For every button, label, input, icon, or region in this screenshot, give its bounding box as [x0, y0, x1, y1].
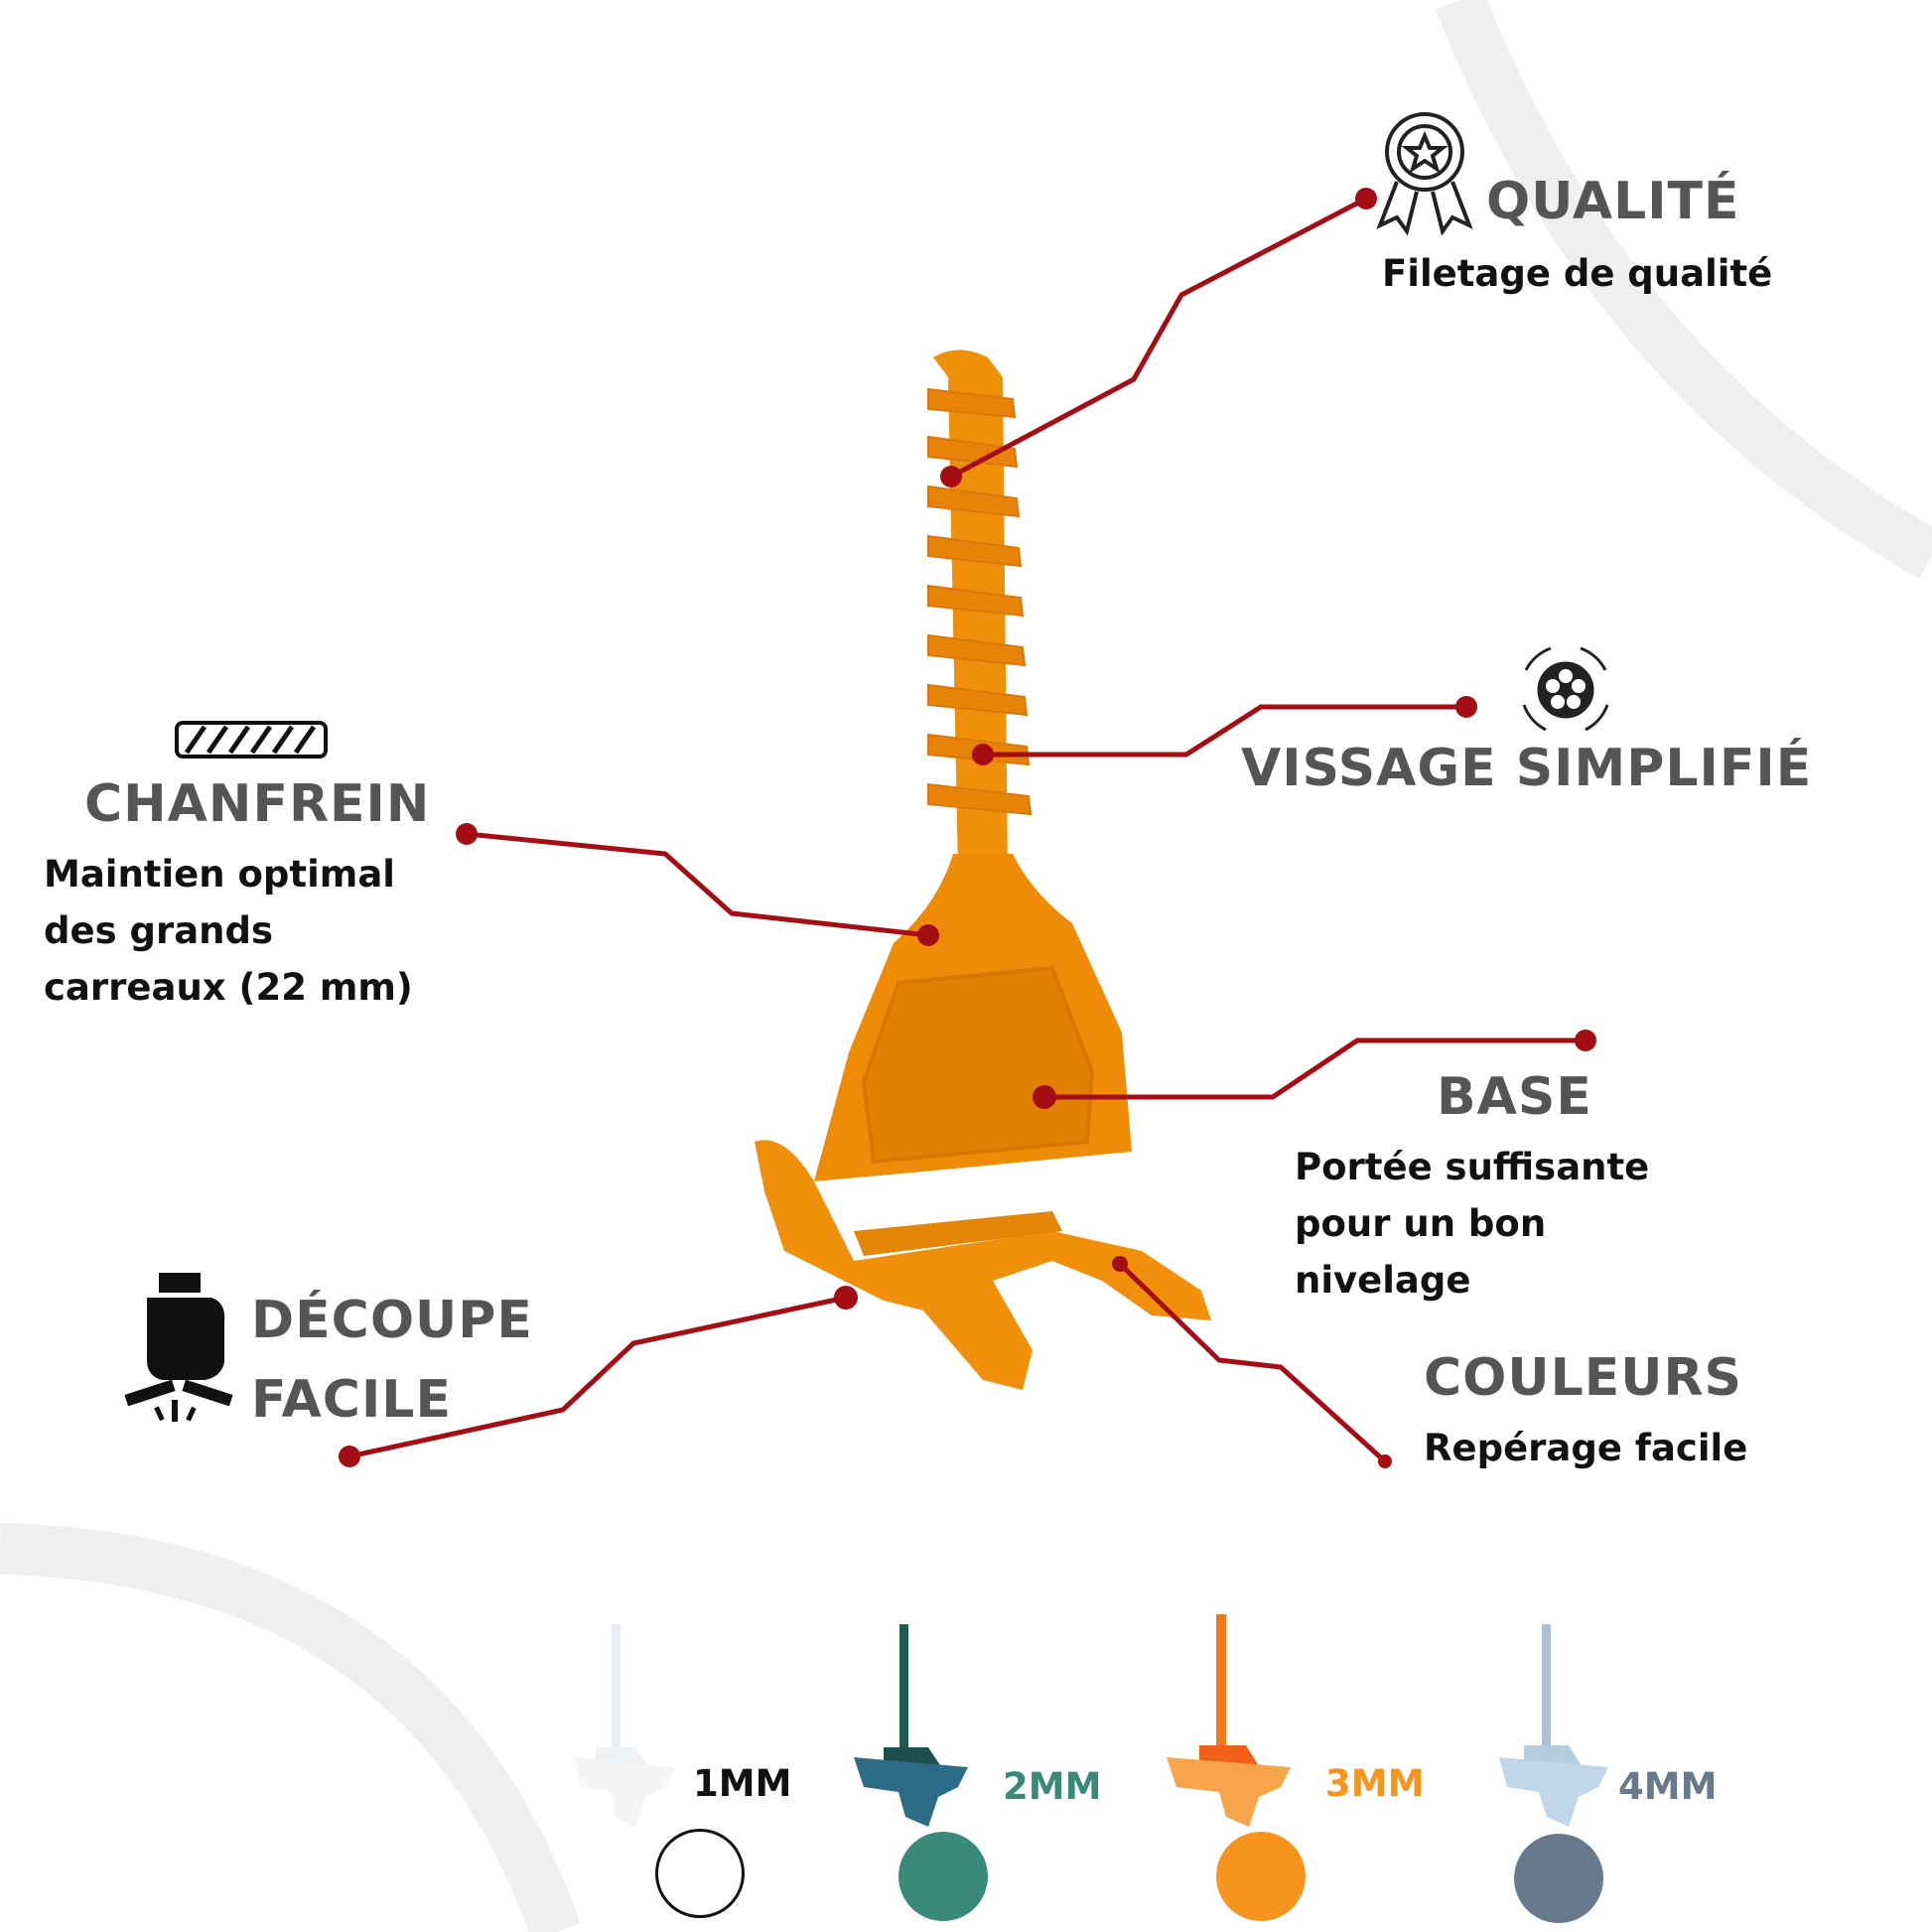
color-swatch-slate [1514, 1834, 1603, 1923]
color-swatch-white [655, 1829, 745, 1918]
background-arc-top-right [1435, 0, 1932, 579]
feature-desc-qualite: Filetage de qualité [1382, 252, 1773, 295]
feature-title-decoupe: DÉCOUPE FACILE [251, 1281, 533, 1440]
feature-desc-chanfrein: Maintien optimal des grands carreaux (22… [44, 846, 413, 1016]
rotating-knob-icon [1522, 646, 1609, 732]
award-ribbon-icon [1376, 112, 1473, 236]
size-label-3mm: 3MM [1325, 1762, 1425, 1805]
size-label-1mm: 1MM [693, 1762, 792, 1805]
color-swatch-orange [1216, 1832, 1306, 1921]
marker-dot [456, 823, 478, 845]
desc-line: des grands [44, 909, 274, 952]
leader-line-decoupe [348, 1295, 847, 1459]
marker-dot [917, 924, 939, 946]
marker-dot [1378, 1454, 1392, 1468]
marker-dot [1575, 1030, 1596, 1051]
leader-line-qualite [949, 196, 1368, 480]
desc-line: carreaux (22 mm) [44, 966, 413, 1009]
desc-line: nivelage [1295, 1259, 1471, 1302]
thumbnail-4mm [1499, 1624, 1608, 1827]
hatched-bar-icon [175, 721, 328, 759]
feature-desc-couleurs: Repérage facile [1424, 1427, 1748, 1469]
marker-dot [1033, 1085, 1056, 1109]
feature-title-vissage: VISSAGE SIMPLIFIÉ [1241, 739, 1813, 798]
desc-line: pour un bon [1295, 1202, 1547, 1245]
feature-title-couleurs: COULEURS [1424, 1348, 1742, 1408]
desc-line: Portée suffisante [1295, 1146, 1650, 1188]
marker-dot [1355, 188, 1377, 209]
feature-desc-base: Portée suffisante pour un bon nivelage [1295, 1139, 1649, 1309]
marker-dot [940, 466, 962, 487]
size-label-4mm: 4MM [1618, 1765, 1718, 1808]
feature-title-chanfrein: CHANFREIN [84, 774, 431, 834]
marker-dot [339, 1446, 360, 1467]
leader-line-base [1044, 1037, 1586, 1100]
size-label-2mm: 2MM [1003, 1765, 1102, 1808]
marker-dot [972, 744, 994, 765]
leader-line-chanfrein [466, 831, 929, 938]
thumbnail-2mm [854, 1624, 968, 1827]
desc-line: Maintien optimal [44, 853, 395, 896]
leader-line-vissage [983, 704, 1466, 758]
thumbnail-3mm [1167, 1614, 1291, 1827]
marker-dot [834, 1286, 858, 1310]
title-line: DÉCOUPE [251, 1291, 533, 1350]
fist-break-icon [124, 1273, 233, 1422]
background-arc-bottom-left [0, 1523, 581, 1932]
feature-title-base: BASE [1437, 1067, 1592, 1127]
marker-dot [1112, 1256, 1128, 1272]
marker-dot [1455, 696, 1477, 718]
leader-line-couleurs [1118, 1262, 1387, 1463]
color-swatch-green [898, 1832, 988, 1921]
product-spacer-image [755, 349, 1211, 1390]
thumbnail-1mm [574, 1624, 675, 1827]
feature-title-qualite: QUALITÉ [1486, 172, 1740, 231]
title-line: FACILE [251, 1370, 452, 1430]
